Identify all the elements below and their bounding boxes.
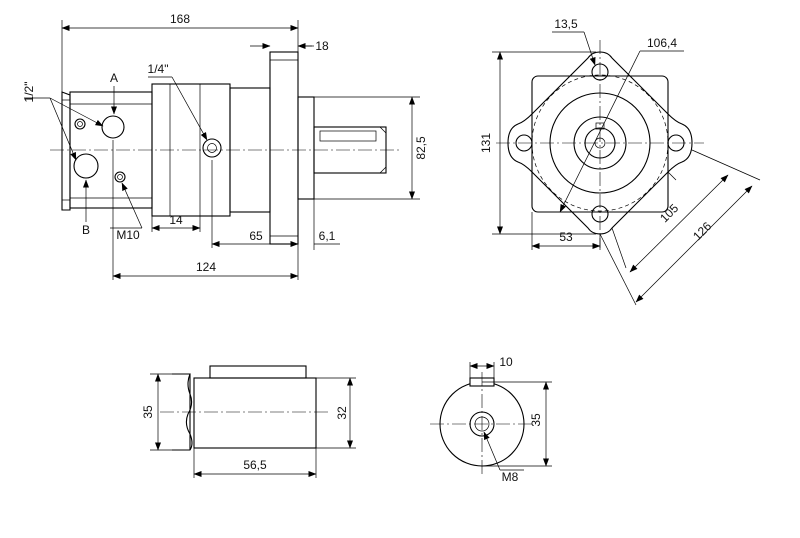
label-mount-thread: M10 xyxy=(116,228,140,242)
label-port-a: A xyxy=(110,71,118,85)
dim-53: 53 xyxy=(559,230,573,244)
shaft-side-detail xyxy=(160,365,330,451)
dim-shaft-height: 82,5 xyxy=(414,136,428,160)
label-port-thread: 1/2" xyxy=(22,82,36,103)
dim-shaft-35: 35 xyxy=(141,405,155,419)
side-view-dimensions: 168 18 1/2" A B 1/4" M10 14 65 xyxy=(22,12,428,280)
dim-bolt-circle: 106,4 xyxy=(647,36,677,50)
port-b-circle xyxy=(73,153,99,179)
motor-side-view xyxy=(50,51,400,245)
shaft-side-dimensions: 35 32 56,5 xyxy=(141,373,356,478)
dim-bolt-hole: 13,5 xyxy=(554,17,578,31)
dim-flange-height: 131 xyxy=(479,133,493,153)
dim-14: 14 xyxy=(169,213,183,227)
dim-key-width: 10 xyxy=(499,355,513,369)
dim-shaft-length: 56,5 xyxy=(243,458,267,472)
dim-end-35: 35 xyxy=(529,413,543,427)
dim-126: 126 xyxy=(690,219,714,243)
dim-shaft-32: 32 xyxy=(335,406,349,420)
dim-105: 105 xyxy=(657,201,681,225)
dim-overall-length: 168 xyxy=(170,12,190,26)
drain-port-circle xyxy=(202,138,222,158)
dim-65: 65 xyxy=(249,229,263,243)
label-drain-thread: 1/4" xyxy=(148,62,169,76)
dim-flange-thickness: 18 xyxy=(315,39,329,53)
shaft-end-view xyxy=(430,372,534,476)
label-port-b: B xyxy=(82,223,90,237)
shaft-end-dimensions: 10 35 M8 xyxy=(469,355,552,484)
label-end-thread: M8 xyxy=(502,470,519,484)
port-a-circle xyxy=(101,115,125,139)
dim-124: 124 xyxy=(196,260,216,274)
dim-6-1: 6,1 xyxy=(319,229,336,243)
